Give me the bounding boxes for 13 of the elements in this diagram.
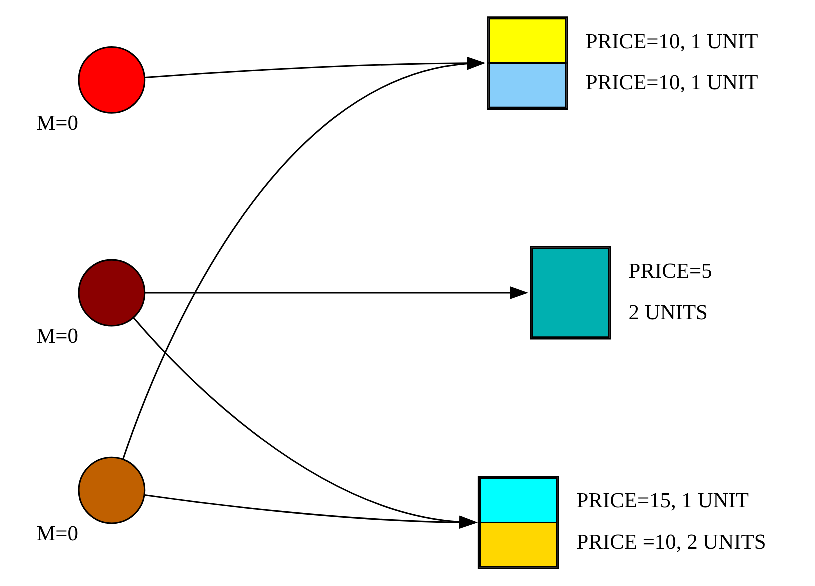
node-label: M=0 [36, 111, 79, 136]
node-label: M=0 [36, 522, 79, 546]
arrow [145, 286, 528, 300]
node-label: PRICE=15, 1 UNIT [576, 488, 750, 513]
node-label: 2 UNITS [628, 300, 708, 324]
node-label: PRICE=10, 1 UNIT [586, 70, 758, 95]
node-label: M=0 [36, 324, 79, 348]
node-circle [78, 456, 146, 524]
node-label: PRICE=10, 1 UNIT [586, 29, 758, 54]
node-circle [78, 46, 146, 114]
node-circle [78, 259, 146, 327]
node-label: PRICE =10, 2 UNITS [576, 530, 766, 554]
node-label: PRICE=5 [628, 258, 712, 283]
